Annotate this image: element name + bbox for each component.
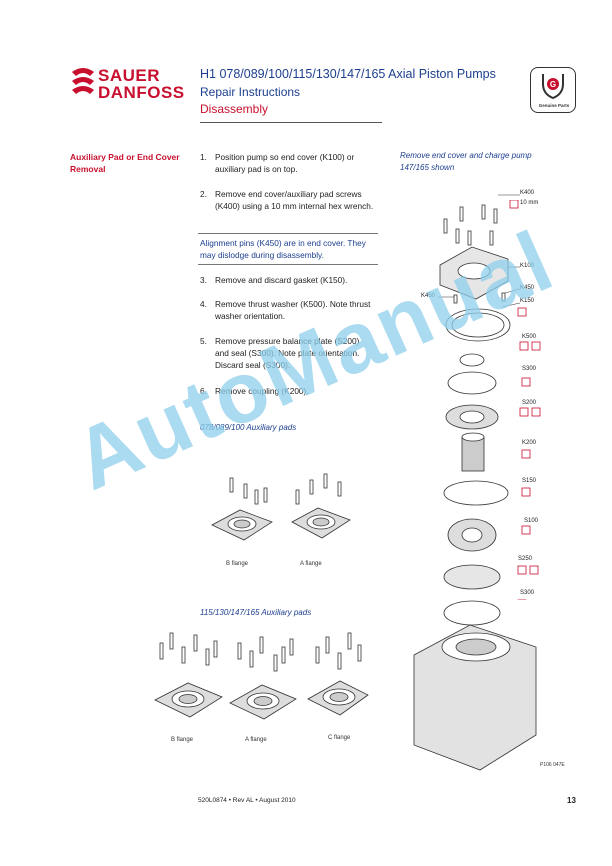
genuine-parts-icon: G <box>542 74 564 100</box>
part-label-s150: S150 <box>522 478 537 484</box>
step-6: 6. Remove coupling (K200). <box>200 385 375 397</box>
step-2: 2. Remove end cover/auxiliary pad screws… <box>200 188 375 212</box>
step-number: 2. <box>200 189 207 199</box>
step-text: Position pump so end cover (K100) or aux… <box>215 152 355 174</box>
part-label-k400: K400 <box>520 190 535 196</box>
part-label-k500: K500 <box>522 334 537 340</box>
aux-large-label-a: A flange <box>245 737 267 743</box>
step-number: 3. <box>200 275 207 285</box>
aux-small-caption: 078/089/100 Auxiliary pads <box>200 423 297 432</box>
step-number: 6. <box>200 386 207 396</box>
header-divider <box>200 122 382 123</box>
page-number: 13 <box>567 796 576 805</box>
step-number: 1. <box>200 152 207 162</box>
section-heading: Auxiliary Pad or End Cover Removal <box>70 152 180 174</box>
step-number: 4. <box>200 299 207 309</box>
note-callout: Alignment pins (K450) are in end cover. … <box>198 233 378 265</box>
aux-pad-small-figure <box>211 473 351 541</box>
svg-text:G: G <box>550 80 556 89</box>
genuine-parts-badge: G <box>530 67 576 113</box>
aux-small-label-a: A flange <box>300 561 322 567</box>
part-label-s300-bottom: S300 <box>520 590 535 596</box>
brand-line-1: SAUER <box>98 66 161 85</box>
part-label-k450-right: K450 <box>520 285 535 291</box>
part-label-k150: K150 <box>520 298 535 304</box>
page-title: H1 078/089/100/115/130/147/165 Axial Pis… <box>200 67 496 81</box>
part-label-k450-left: K450 <box>421 293 436 299</box>
step-text: Remove thrust washer (K500). Note thrust… <box>215 299 371 321</box>
step-5: 5. Remove pressure balance plate (S200) … <box>200 335 375 371</box>
step-4: 4. Remove thrust washer (K500). Note thr… <box>200 298 375 322</box>
step-number: 5. <box>200 336 207 346</box>
footer-document-info: 520L0874 • Rev AL • August 2010 <box>198 797 296 804</box>
part-label-k400-tool: 10 mm <box>520 200 539 206</box>
exploded-caption-line1: Remove end cover and charge pump <box>400 151 532 160</box>
brand-line-2: DANFOSS <box>98 83 185 102</box>
aux-large-label-b: B flange <box>171 737 194 743</box>
part-label-s200: S200 <box>522 400 537 406</box>
aux-large-caption: 115/130/147/165 Auxiliary pads <box>200 608 312 617</box>
step-text: Remove end cover/auxiliary pad screws (K… <box>215 189 374 211</box>
part-label-s250: S250 <box>518 556 533 562</box>
part-label-k200: K200 <box>522 440 537 446</box>
page-section-title: Disassembly <box>200 102 269 116</box>
part-label-s300-top: S300 <box>522 366 537 372</box>
step-1: 1. Position pump so end cover (K100) or … <box>200 151 375 175</box>
step-text: Remove pressure balance plate (S200) and… <box>215 336 360 370</box>
figure-id: P106 047E <box>540 762 565 768</box>
aux-pad-large-figure <box>154 632 369 720</box>
tool-icons <box>509 200 541 600</box>
step-text: Remove coupling (K200). <box>215 386 309 396</box>
aux-large-label-c: C flange <box>328 735 351 741</box>
aux-small-label-b: B flange <box>226 561 249 567</box>
step-3: 3. Remove and discard gasket (K150). <box>200 274 375 286</box>
exploded-caption-line2: 147/165 shown <box>400 163 455 172</box>
page-subtitle: Repair Instructions <box>200 85 301 99</box>
step-text: Remove and discard gasket (K150). <box>215 275 348 285</box>
part-label-k100: K100 <box>520 263 535 269</box>
exploded-view-figure <box>413 194 537 771</box>
genuine-parts-label: Genuine Parts <box>538 103 570 108</box>
brand-logo-icon <box>72 68 94 94</box>
part-label-s100: S100 <box>524 518 539 524</box>
